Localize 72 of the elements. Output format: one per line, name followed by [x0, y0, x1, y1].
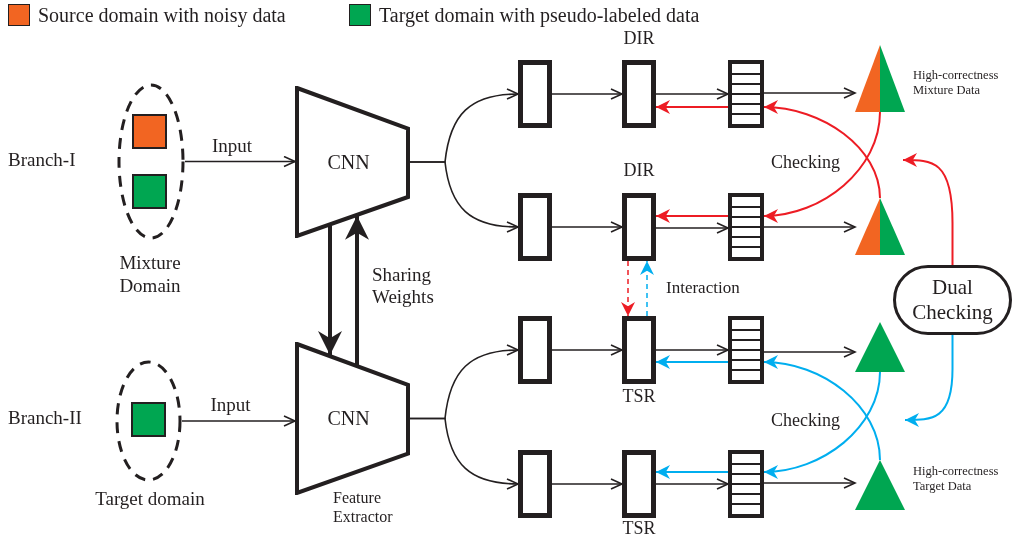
arrow	[763, 87, 856, 99]
arrow	[655, 465, 729, 479]
arrow	[902, 153, 954, 266]
annotation-text: Branch-I	[8, 149, 76, 171]
arrow	[655, 344, 729, 356]
data-square	[131, 402, 166, 437]
caption-text: TSR	[621, 386, 657, 408]
arrow	[655, 209, 729, 223]
arrow	[184, 155, 296, 168]
node-label: CNN	[327, 406, 370, 431]
legend-label: Source domain with noisy data	[38, 3, 286, 28]
arrow	[655, 100, 729, 114]
arrow	[409, 417, 519, 490]
caption-text: Target domain	[94, 488, 206, 511]
arrow	[655, 222, 729, 234]
annotation-text: Sharing Weights	[372, 264, 435, 308]
arrow	[551, 478, 623, 490]
caption-text: Feature Extractor	[333, 488, 394, 527]
arrow	[181, 415, 296, 427]
annotation-text: Interaction	[666, 277, 740, 299]
data-square	[132, 114, 167, 149]
arrow	[655, 88, 729, 100]
arrow	[621, 260, 635, 317]
module-box	[518, 60, 552, 128]
arrow	[345, 215, 369, 366]
arrow	[763, 355, 881, 461]
module-box	[518, 316, 552, 384]
arrow	[904, 334, 954, 427]
stacked-layers-box	[728, 60, 764, 128]
arrow	[763, 111, 881, 223]
stacked-layers-box	[728, 450, 764, 518]
arrow	[763, 346, 856, 358]
cnn-trapezoid	[295, 86, 410, 238]
module-box	[622, 316, 656, 384]
arrow	[409, 161, 519, 233]
arrow	[763, 371, 881, 479]
module-box	[518, 193, 552, 261]
annotation-text: Branch-II	[8, 407, 82, 429]
legend-label: Target domain with pseudo-labeled data	[379, 3, 700, 28]
annotation-text: Checking	[771, 151, 840, 173]
arrow	[551, 88, 623, 100]
triangle-marker	[855, 45, 905, 112]
arrow	[763, 221, 856, 233]
dashed-oval	[115, 360, 182, 482]
triangle-marker	[855, 198, 905, 255]
caption-text: High-correctness Target Data	[913, 464, 1000, 494]
node-label: CNN	[327, 149, 370, 175]
dashed-oval	[117, 83, 185, 240]
arrow	[655, 355, 729, 369]
caption-text: High-correctness Mixture Data	[913, 68, 1000, 98]
caption-text: Mixture Domain	[118, 252, 182, 298]
arrow	[763, 477, 856, 489]
arrow	[640, 260, 654, 317]
module-box	[622, 60, 656, 128]
caption-text: TSR	[621, 518, 657, 540]
caption-text: DIR	[622, 160, 656, 182]
node-label: Dual Checking	[911, 275, 994, 325]
arrow	[318, 225, 342, 356]
caption-text: DIR	[622, 28, 656, 50]
triangle-marker	[855, 460, 905, 510]
module-box	[622, 193, 656, 261]
arrow	[763, 100, 881, 199]
module-box	[518, 450, 552, 518]
data-square	[132, 174, 167, 209]
arrow	[551, 221, 623, 233]
arrow	[655, 478, 729, 490]
triangle-marker	[855, 322, 905, 372]
stacked-layers-box	[728, 193, 764, 261]
module-box	[622, 450, 656, 518]
stacked-layers-box	[728, 316, 764, 384]
annotation-text: Checking	[771, 409, 840, 431]
arrow	[551, 344, 623, 356]
